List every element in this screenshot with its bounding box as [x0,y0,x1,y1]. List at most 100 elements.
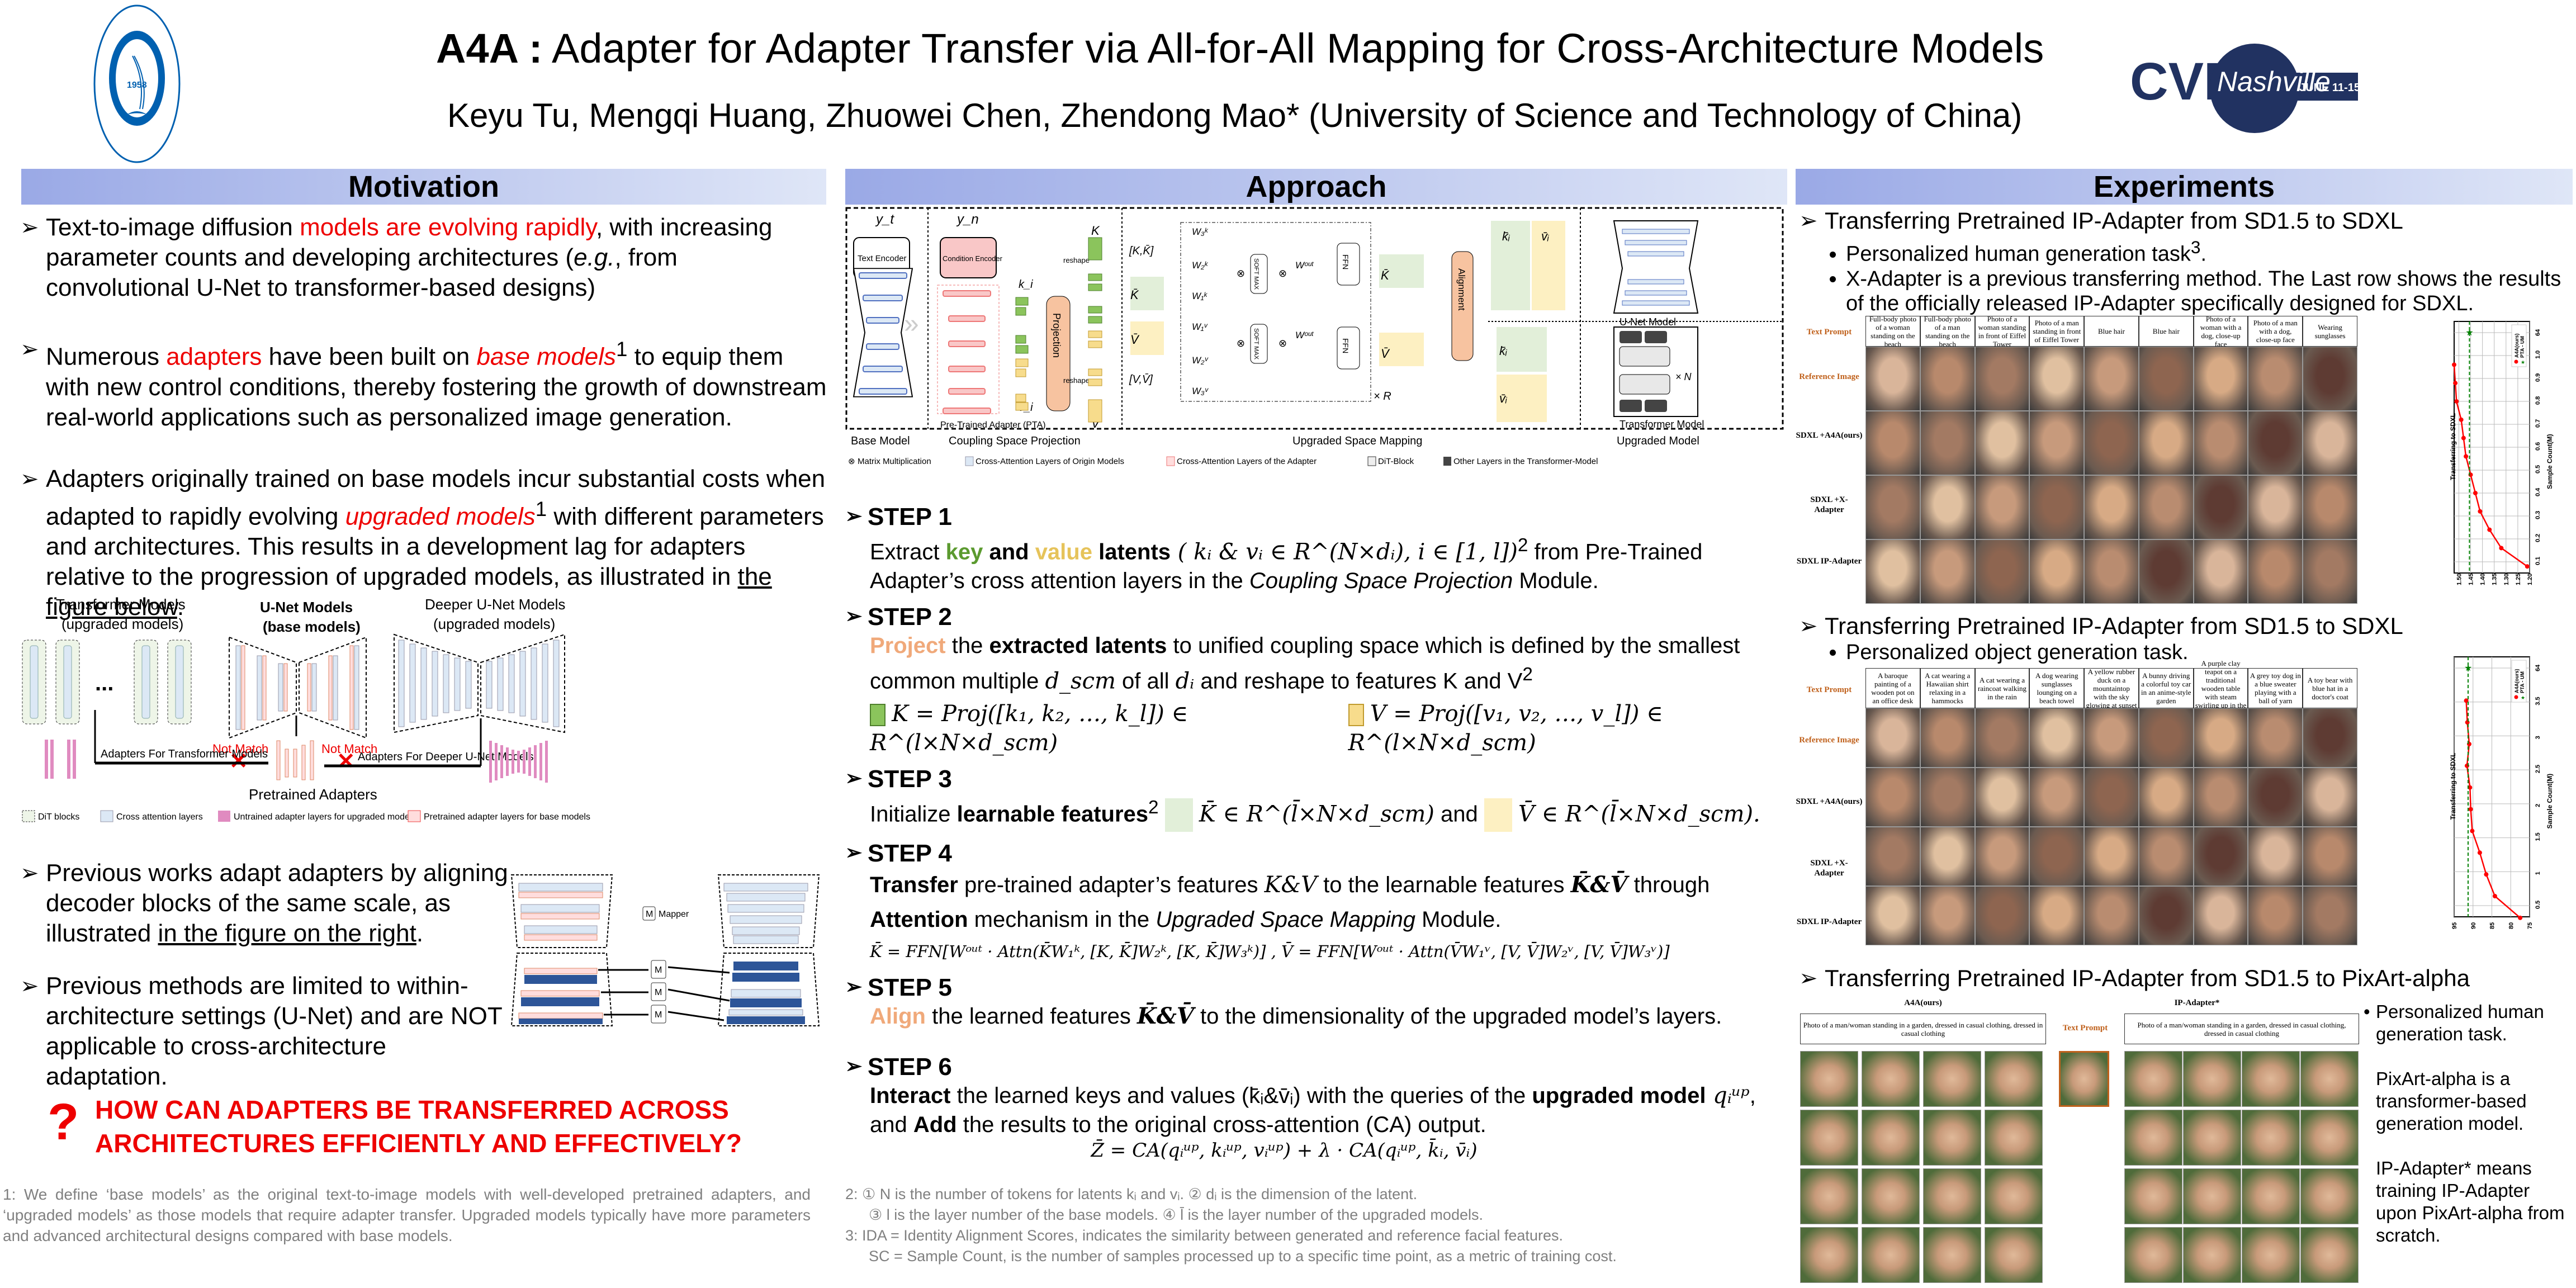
exp1-image [2138,347,2194,411]
vbar-i-top: v̄ᵢ [1541,229,1549,243]
exp1-image [1974,475,2030,539]
exp1-image [2248,411,2303,475]
svg-text:Cross-Attention Layers of the: Cross-Attention Layers of the Adapter [1177,457,1317,466]
y-tick-label: 85 [2489,922,2496,929]
exp2-prompt-cell: A dog wearing sunglasses lounging on a b… [2029,668,2085,708]
exp3-generated-image [1800,1051,1858,1107]
step-1: ➢STEP 1 Extract key and value latents ( … [845,503,1703,594]
times-R-label: × R [1374,390,1391,402]
svg-text:M: M [655,965,662,975]
ellipsis: ... [95,671,113,695]
exp3-prompt-ip: Photo of a man/woman standing in a garde… [2124,1014,2359,1044]
data-point-a4a [2459,417,2464,422]
exp3-notes: •Personalized human generation task. Pix… [2364,1001,2572,1247]
exp1-image [1865,347,1920,411]
exp2-image [1865,886,1920,945]
exp3-generated-image [2183,1227,2241,1283]
data-point-a4a [2461,435,2466,441]
arrow-bullet-icon: ➢ [845,604,863,628]
exp1-image [1920,539,1975,604]
exp2-image [2138,827,2194,886]
exp2-image [1974,827,2030,886]
data-point-a4a [2464,698,2469,703]
x-tick-label: 2 [2535,804,2541,807]
x-tick-label: 0.5 [2535,465,2541,473]
K-feature-icon [870,704,886,727]
x-tick-label: 0.3 [2535,511,2541,519]
V-Vbar-label: [V,V̄] [1129,373,1153,386]
exp3-generated-image [1923,1051,1981,1107]
exp3-generated-image [2183,1110,2241,1166]
exp1-column: Full-body photo of a man standing on the… [1920,315,1975,607]
not-match-left: Not Match [212,742,268,756]
arrow-bullet-icon: ➢ [845,975,863,998]
Vbar-feature-icon [1484,798,1512,832]
data-point-a4a [2465,720,2470,725]
adapters-for-transformer: Adapters For Transformer Models [101,748,268,760]
x-mark-icon: ✕ [337,749,356,774]
Vbar-label-right: V̄ [1381,347,1390,361]
footnotes-2-3: 2: ① N is the number of tokens for laten… [845,1186,1617,1265]
title-text: Adapter for Adapter Transfer via All-for… [551,25,2044,72]
x-tick-label: 3.5 [2535,697,2541,705]
exp3-generated-image [2183,1168,2241,1224]
svg-text:Base Model: Base Model [851,435,910,447]
exp1-image [1920,411,1975,475]
svg-text:W₂ᵛ: W₂ᵛ [1192,355,1209,366]
y-t-label: y_t [875,212,894,227]
exp1-column: Photo of a man with a dog, close-up face [2248,316,2303,607]
transformer-models-sub: (upgraded models) [61,615,183,632]
ffn-boxes: FFN FFN [1337,243,1360,370]
exp1-image [2193,475,2248,539]
exp3-generated-image [2183,1051,2241,1107]
motivation-legend: DiT blocks Cross attention layers Untrai… [22,810,590,822]
chevron-right-icon: » [904,309,919,339]
exp3-generated-image [1862,1168,1920,1224]
svg-text:SOFT MAX: SOFT MAX [1253,258,1259,290]
k-i-label: k_i [1019,278,1033,291]
exp1-image [2084,411,2139,475]
matmul-icon: ⊗ [1237,338,1245,349]
exp3-generated-image [1862,1051,1920,1107]
motivation-bullet-5: ➢ Previous methods are limited to within… [20,972,502,1090]
data-point-a4a [2487,527,2492,532]
exp2-row-labels: Text Prompt Reference Image SDXL +A4A(ou… [1796,685,1863,926]
arrow-bullet-icon: ➢ [20,215,39,240]
x-tick-label: 3 [2535,736,2541,739]
exp3-generated-image [2124,1227,2182,1283]
motivation-bullets: ➢ Text-to-image diffusion models are evo… [17,212,827,622]
condition-encoder-box: Condition Encoder [940,237,1003,278]
K-Kbar-label: [K,K̄] [1129,244,1154,257]
data-point-a4a [2492,894,2497,898]
unet-base-layers [235,645,359,730]
svg-text:Alignment: Alignment [1456,268,1467,311]
exp1-image [2029,475,2085,539]
legend-label-a4a: A4A(ours) [2514,333,2520,358]
exp1-image [1865,539,1920,604]
question-text: HOW CAN ADAPTERS BE TRANSFERRED ACROSS A… [95,1095,742,1158]
exp2-prompt-cell: A bunny driving a colorful toy car in an… [2138,668,2194,708]
reshape-k: reshape [1063,256,1090,264]
reshape-v: reshape [1063,376,1090,385]
svg-text:⊗: ⊗ [848,457,855,466]
kbar-i-top: k̄ᵢ [1502,229,1510,243]
motivation-bullets-lower: ➢ Previous works adapt adapters by align… [17,858,509,1092]
svg-text:Projection: Projection [1051,313,1062,358]
exp3-generated-image [2242,1110,2300,1166]
exp2-text: ➢Transferring Pretrained IP-Adapter from… [1796,612,2573,665]
exp2-image [2248,708,2303,768]
wout-k: Wᵒᵘᵗ [1295,260,1314,271]
exp1-image [1920,347,1975,411]
x-tick-label: 64 [2535,664,2541,671]
exp3-generated-image [1862,1227,1920,1283]
exp2-image [1920,827,1975,886]
exp3-generated-image [2242,1051,2300,1107]
chart-title: Transferring to SDXL [2449,752,2457,820]
exp1-image [2193,411,2248,475]
exp2-image [2303,886,2358,945]
exp3-prompt-a4a: Photo of a man/woman standing in a garde… [1800,1014,2046,1044]
y-tick-label: 1.50 [2456,574,2463,585]
cvpr-logo: CVPR Nashville JUNE 11-15, 2025 [2129,21,2392,136]
exp2-image [2138,708,2194,768]
